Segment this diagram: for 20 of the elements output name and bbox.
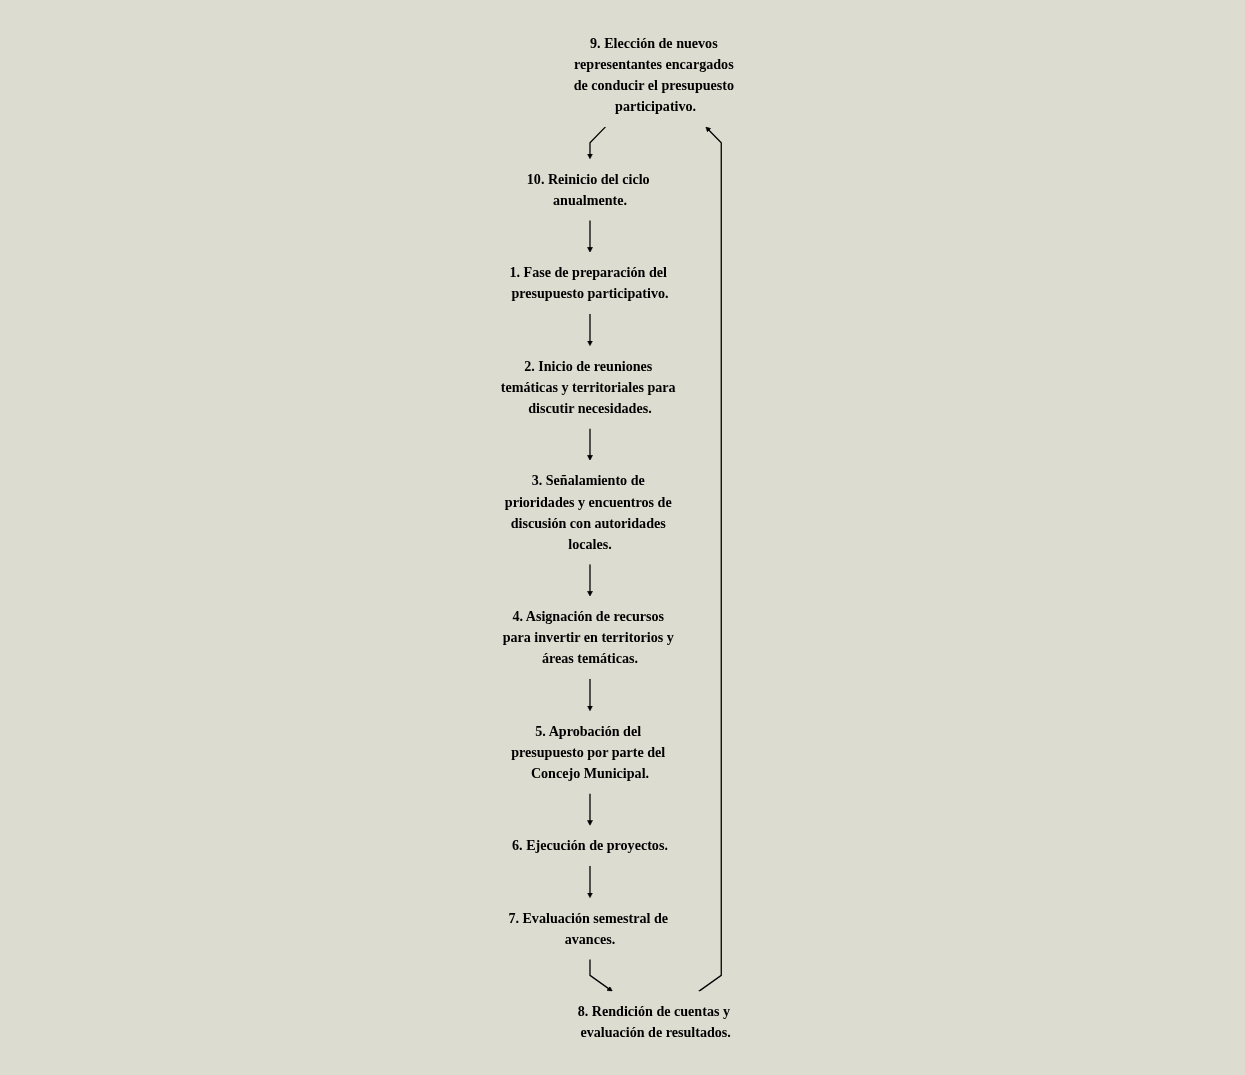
node-text: 1. Fase de preparación del presupuesto participativo.	[509, 264, 669, 302]
arrow	[586, 312, 593, 346]
node-text: 7. Evaluación semestral de avances.	[508, 909, 668, 947]
node-text: 9. Elección de nuevos representantes encargados de conducir el presupuesto participativo.	[573, 34, 734, 115]
arrow	[586, 219, 593, 253]
node-text: 10. Reinicio del ciclo anualmente.	[526, 170, 650, 208]
arrow	[586, 792, 593, 826]
arrow	[586, 864, 593, 898]
arrow	[697, 126, 722, 992]
node-text: 8. Rendición de cuentas y evaluación de resultados.	[577, 1003, 731, 1041]
arrow	[586, 427, 593, 461]
arrow	[586, 563, 593, 596]
node-text: 5. Aprobación del presupuesto por parte del Concejo Municipal.	[510, 722, 665, 781]
node-text: 4. Asignación de recursos para invertir en territorios y áreas temáticas.	[502, 607, 674, 667]
node-text: 2. Inicio de reuniones temáticas y territoriales para discutir necesidades.	[500, 357, 676, 416]
node-text: 3. Señalamiento de prioridades y encuentros de discusión con autoridades locales.	[504, 472, 672, 552]
arrow	[589, 958, 613, 992]
node-text: 6. Ejecución de proyectos.	[511, 837, 668, 854]
arrow	[586, 677, 593, 711]
arrow	[586, 125, 606, 159]
